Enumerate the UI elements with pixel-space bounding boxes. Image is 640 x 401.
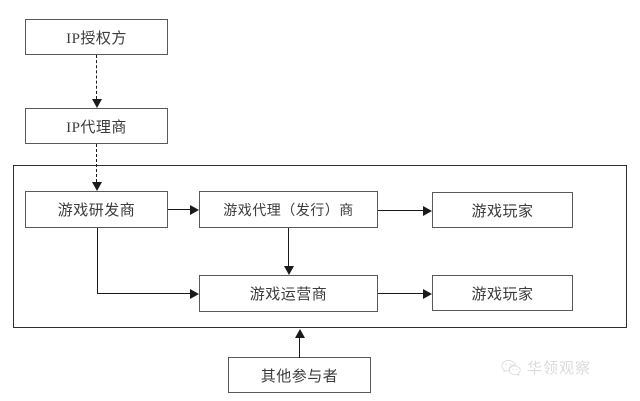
node-ip-licensor-label: IP授权方: [66, 30, 127, 47]
wechat-icon: [501, 359, 521, 377]
connector-licensor-to-agent-line: [96, 55, 97, 99]
watermark: 华领观察: [501, 357, 591, 378]
node-game-player-bottom[interactable]: 游戏玩家: [432, 275, 573, 311]
connector-operator-to-player-arrowhead: [423, 289, 432, 299]
connector-agent-to-developer-line: [96, 144, 97, 182]
industry-chain-group-box: [13, 165, 627, 328]
connector-agent-to-developer-arrowhead: [92, 182, 102, 191]
node-game-publisher-label: 游戏代理（发行）商: [223, 203, 354, 219]
node-game-player-top-label: 游戏玩家: [471, 203, 534, 220]
connector-publisher-to-operator-line: [288, 228, 289, 266]
connector-licensor-to-agent-arrowhead: [92, 99, 102, 108]
connector-developer-to-publisher-arrowhead: [190, 205, 199, 215]
node-ip-agent-label: IP代理商: [66, 119, 127, 136]
node-game-player-top[interactable]: 游戏玩家: [432, 192, 573, 228]
node-other-participants[interactable]: 其他参与者: [228, 357, 371, 393]
connector-operator-to-player-line: [378, 293, 423, 294]
node-ip-agent[interactable]: IP代理商: [25, 108, 168, 144]
node-other-participants-label: 其他参与者: [260, 368, 339, 385]
node-game-developer[interactable]: 游戏研发商: [25, 191, 168, 228]
node-game-operator[interactable]: 游戏运营商: [199, 275, 378, 312]
node-game-publisher[interactable]: 游戏代理（发行）商: [199, 191, 378, 228]
node-game-player-bottom-label: 游戏玩家: [471, 286, 534, 303]
connector-developer-to-operator-arrowhead: [190, 289, 199, 299]
watermark-label: 华领观察: [527, 360, 592, 377]
connector-publisher-to-operator-arrowhead: [284, 266, 294, 275]
node-game-developer-label: 游戏研发商: [57, 203, 136, 219]
connector-publisher-to-player-line: [378, 210, 423, 211]
connector-publisher-to-player-arrowhead: [423, 206, 432, 216]
node-game-operator-label: 游戏运营商: [249, 287, 328, 303]
node-ip-licensor[interactable]: IP授权方: [25, 19, 168, 55]
connector-other-participants-line: [299, 338, 300, 358]
connector-other-participants-arrowhead: [295, 329, 305, 338]
connector-developer-to-publisher-line: [168, 209, 190, 210]
connector-developer-to-operator-vertical: [97, 228, 98, 294]
connector-developer-to-operator-horizontal: [97, 293, 190, 294]
